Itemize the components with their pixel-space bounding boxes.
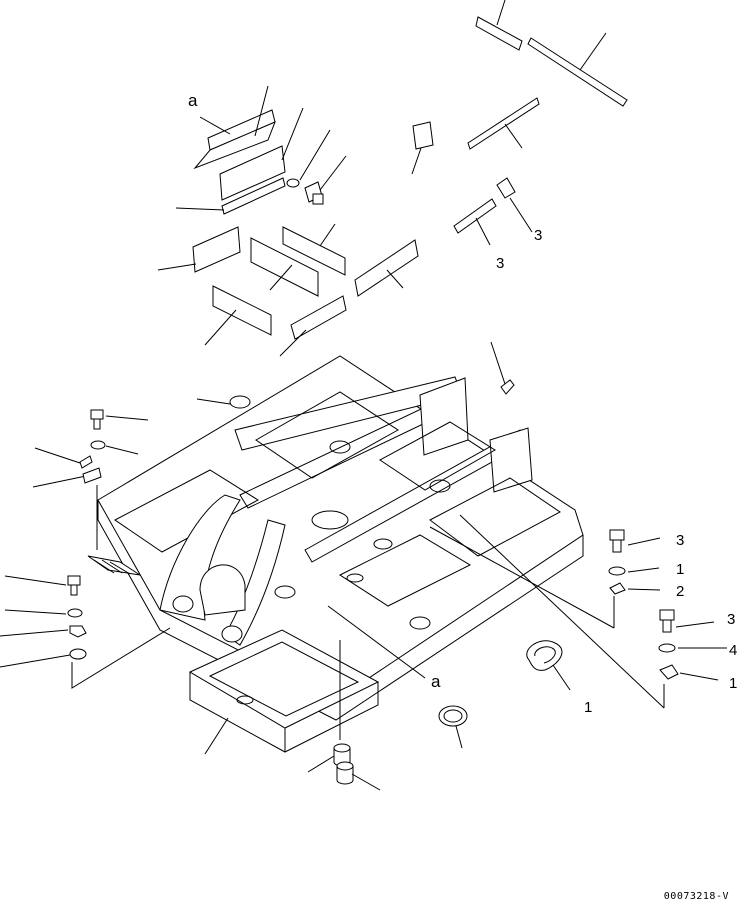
view-label-a-bottom: a	[431, 672, 441, 691]
callout-3-top-right-bracket-b: 3	[496, 255, 504, 272]
callout-labels: a a 3 1 2 3 4 1 1 3 3	[188, 91, 737, 716]
callout-1-lower-right-cap: 1	[729, 675, 737, 692]
top-center-plates	[157, 223, 419, 357]
drawing-code: 00073218-V	[663, 891, 729, 902]
callout-1-oval-cover: 1	[584, 699, 592, 716]
main-frame	[97, 355, 584, 753]
callout-3-upper-right-bolt: 3	[676, 532, 684, 549]
callout-3-lower-right-bolt: 3	[727, 611, 735, 628]
callout-2-upper-right-nut: 2	[676, 583, 684, 600]
top-left-plates	[175, 85, 347, 215]
top-right-bars	[411, 0, 628, 246]
left-side-parts	[0, 409, 171, 689]
right-side-parts	[196, 341, 727, 791]
callout-3-top-right-bracket-a: 3	[534, 227, 542, 244]
callout-1-upper-right-washer: 1	[676, 561, 684, 578]
view-label-a-top: a	[188, 91, 198, 110]
callout-4-lower-right-washer: 4	[729, 642, 737, 659]
